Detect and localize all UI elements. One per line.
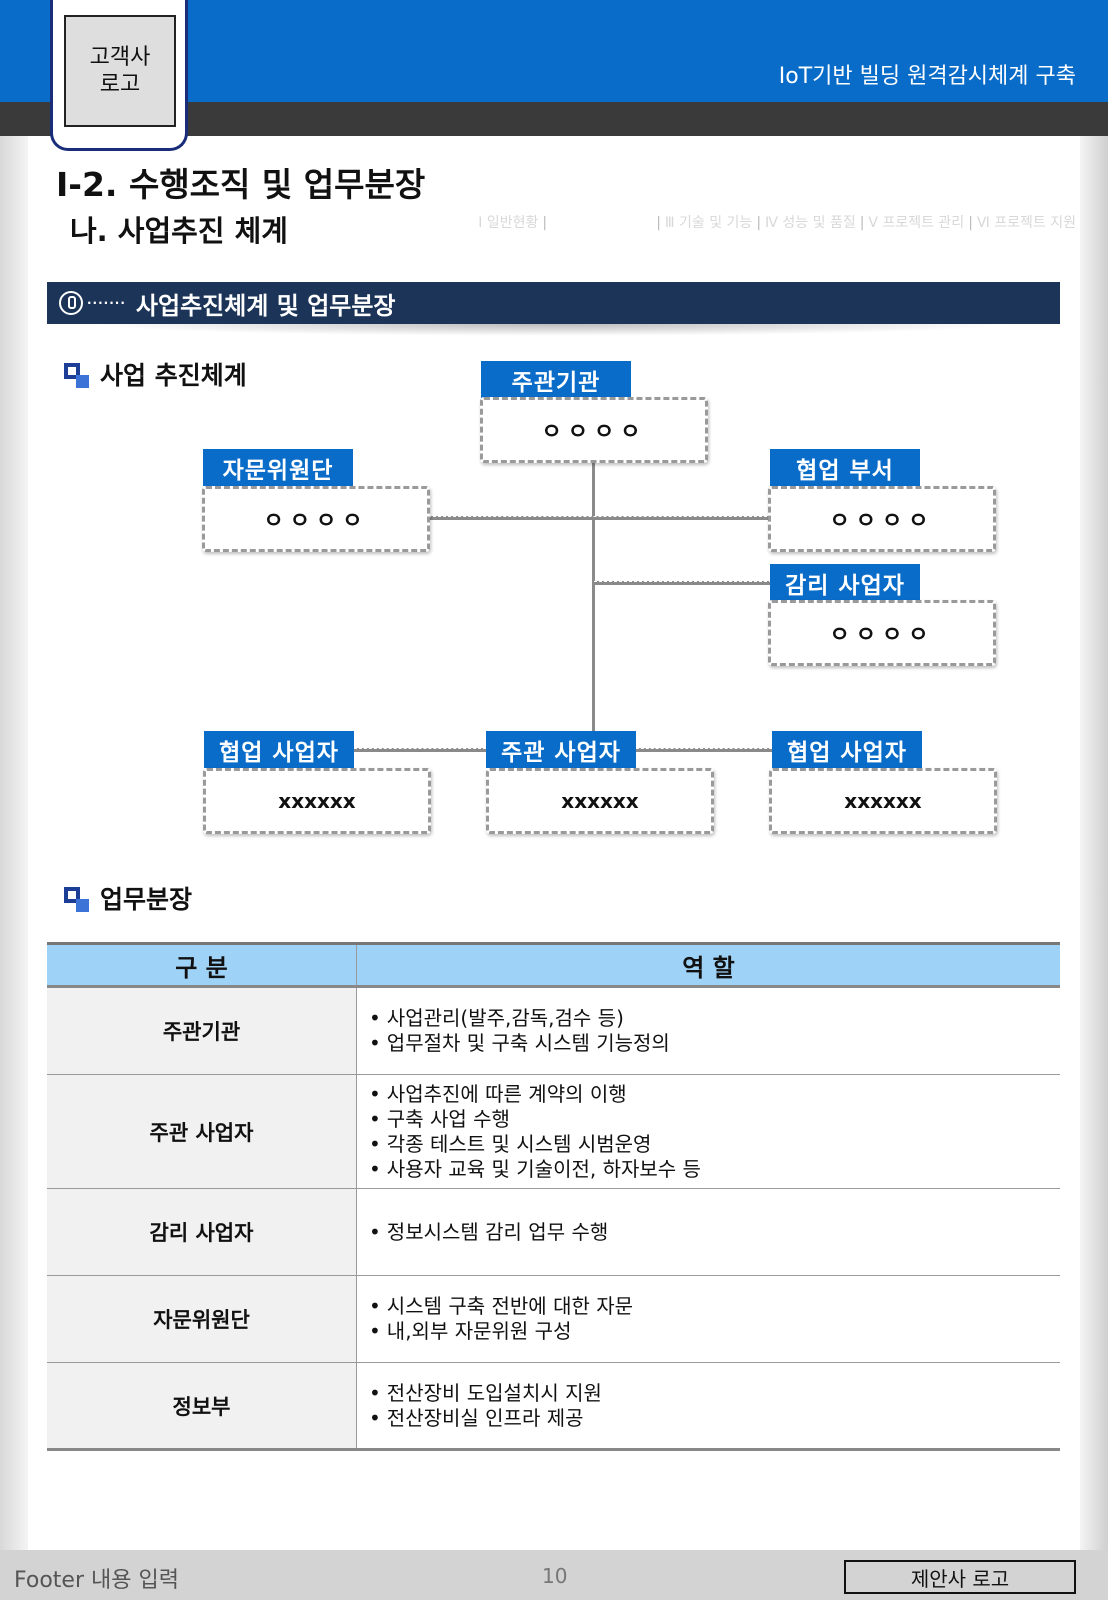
page-subheading: 나. 사업추진 체계: [70, 214, 288, 248]
square-bullet-icon: [64, 887, 89, 912]
node-box-audit: ㅇㅇㅇㅇ: [768, 600, 996, 666]
left-side-gradient: [0, 136, 28, 1550]
row-roles: 정보시스템 감리 업무 수행: [356, 1188, 1060, 1276]
nav-separator: |: [656, 215, 661, 231]
roles-table: 구 분 역 할 주관기관 사업관리(발주,감독,검수 등) 업무절차 및 구축 …: [47, 942, 1060, 1451]
page-number: 10: [542, 1564, 568, 1588]
row-roles: 사업추진에 따른 계약의 이행 구축 사업 수행 각종 테스트 및 시스템 시범…: [356, 1074, 1060, 1189]
row-category: 주관기관: [47, 986, 357, 1075]
role-item: 내,외부 자문위원 구성: [369, 1319, 1059, 1344]
table-row: 감리 사업자 정보시스템 감리 업무 수행: [47, 1188, 1060, 1276]
roles-section-title: 업무분장: [100, 885, 193, 914]
node-label-top: 주관기관: [481, 361, 631, 398]
row-roles: 전산장비 도입설치시 지원 전산장비실 인프라 제공: [356, 1362, 1060, 1451]
node-box-coop-right: xxxxxx: [769, 768, 997, 834]
row-roles: 사업관리(발주,감독,검수 등) 업무절차 및 구축 시스템 기능정의: [356, 986, 1060, 1075]
right-side-gradient: [1080, 136, 1108, 1550]
connector-audit: [594, 581, 772, 585]
row-category: 주관 사업자: [47, 1074, 357, 1189]
band-title: 사업추진체계 및 업무분장: [135, 291, 396, 320]
node-box-advisory: ㅇㅇㅇㅇ: [202, 486, 430, 552]
org-section-title: 사업 추진체계: [100, 361, 247, 390]
footer-text: Footer 내용 입력: [14, 1568, 179, 1593]
table-row: 자문위원단 시스템 구축 전반에 대한 자문 내,외부 자문위원 구성: [47, 1275, 1060, 1363]
role-item: 시스템 구축 전반에 대한 자문: [369, 1294, 1059, 1319]
nav-separator: |: [542, 215, 548, 231]
connector-vertical-main: [592, 458, 595, 734]
client-logo-tab: 고객사 로고: [50, 0, 188, 151]
role-item: 구축 사업 수행: [369, 1107, 1059, 1132]
roles-section-heading: 업무분장: [64, 880, 192, 916]
role-item: 사업추진에 따른 계약의 이행: [369, 1082, 1059, 1107]
nav-item-strategy[interactable]: Ⅱ 전략 및 방법론: [551, 215, 653, 231]
role-item: 전산장비실 인프라 제공: [369, 1406, 1059, 1431]
role-item: 각종 테스트 및 시스템 시범운영: [369, 1132, 1059, 1157]
column-header-category: 구 분: [47, 942, 357, 988]
node-box-top: ㅇㅇㅇㅇ: [480, 397, 708, 463]
row-roles: 시스템 구축 전반에 대한 자문 내,외부 자문위원 구성: [356, 1275, 1060, 1363]
node-box-main-contractor: xxxxxx: [486, 768, 714, 834]
role-item: 업무절차 및 구축 시스템 기능정의: [369, 1031, 1059, 1056]
nav-separator: |: [756, 215, 762, 231]
nav-separator: |: [859, 215, 865, 231]
touch-icon: [59, 291, 83, 315]
row-category: 감리 사업자: [47, 1188, 357, 1276]
node-label-advisory: 자문위원단: [203, 449, 353, 486]
nav-item-general[interactable]: Ⅰ 일반현황: [478, 215, 539, 231]
node-label-coop-left: 협업 사업자: [204, 731, 354, 768]
nav-item-project-management[interactable]: Ⅴ 프로젝트 관리: [868, 215, 965, 231]
column-header-role: 역 할: [356, 942, 1060, 988]
node-label-audit: 감리 사업자: [770, 564, 920, 601]
project-title: IoT기반 빌딩 원격감시체계 구축: [778, 64, 1076, 89]
connector-coop-right: [636, 748, 772, 752]
table-header-row: 구 분 역 할: [47, 942, 1060, 988]
nav-separator: |: [968, 215, 973, 231]
footer-bar: [0, 1550, 1108, 1600]
chapter-nav: Ⅰ 일반현황|Ⅱ 전략 및 방법론|Ⅲ 기술 및 기능|Ⅳ 성능 및 품질|Ⅴ …: [478, 212, 1076, 232]
square-bullet-icon: [64, 363, 89, 388]
connector-advisory-coop: [428, 516, 772, 520]
client-logo: 고객사 로고: [64, 15, 176, 127]
role-item: 전산장비 도입설치시 지원: [369, 1381, 1059, 1406]
node-label-coop-right: 협업 사업자: [772, 731, 922, 768]
table-row: 정보부 전산장비 도입설치시 지원 전산장비실 인프라 제공: [47, 1362, 1060, 1451]
nav-item-technology[interactable]: Ⅲ 기술 및 기능: [664, 215, 753, 231]
row-category: 정보부: [47, 1362, 357, 1451]
role-item: 사업관리(발주,감독,검수 등): [369, 1006, 1059, 1031]
table-row: 주관기관 사업관리(발주,감독,검수 등) 업무절차 및 구축 시스템 기능정의: [47, 986, 1060, 1075]
page-heading: Ⅰ-2. 수행조직 및 업무분장: [56, 165, 426, 204]
node-label-main-contractor: 주관 사업자: [486, 731, 636, 768]
table-row: 주관 사업자 사업추진에 따른 계약의 이행 구축 사업 수행 각종 테스트 및…: [47, 1074, 1060, 1189]
node-label-coop-dept: 협업 부서: [770, 449, 920, 486]
org-section-heading: 사업 추진체계: [64, 356, 247, 392]
section-band: ······· 사업추진체계 및 업무분장: [47, 282, 1060, 324]
row-category: 자문위원단: [47, 1275, 357, 1363]
band-shadow: [90, 324, 1010, 336]
role-item: 사용자 교육 및 기술이전, 하자보수 등: [369, 1157, 1059, 1182]
node-box-coop-dept: ㅇㅇㅇㅇ: [768, 486, 996, 552]
nav-item-project-support[interactable]: Ⅵ 프로젝트 지원: [976, 215, 1076, 231]
node-box-coop-left: xxxxxx: [203, 768, 431, 834]
nav-item-performance[interactable]: Ⅳ 성능 및 품질: [765, 215, 856, 231]
provider-logo: 제안사 로고: [844, 1560, 1076, 1594]
connector-coop-left: [354, 748, 486, 752]
band-dots: ·······: [87, 296, 126, 310]
role-item: 정보시스템 감리 업무 수행: [369, 1220, 1059, 1245]
